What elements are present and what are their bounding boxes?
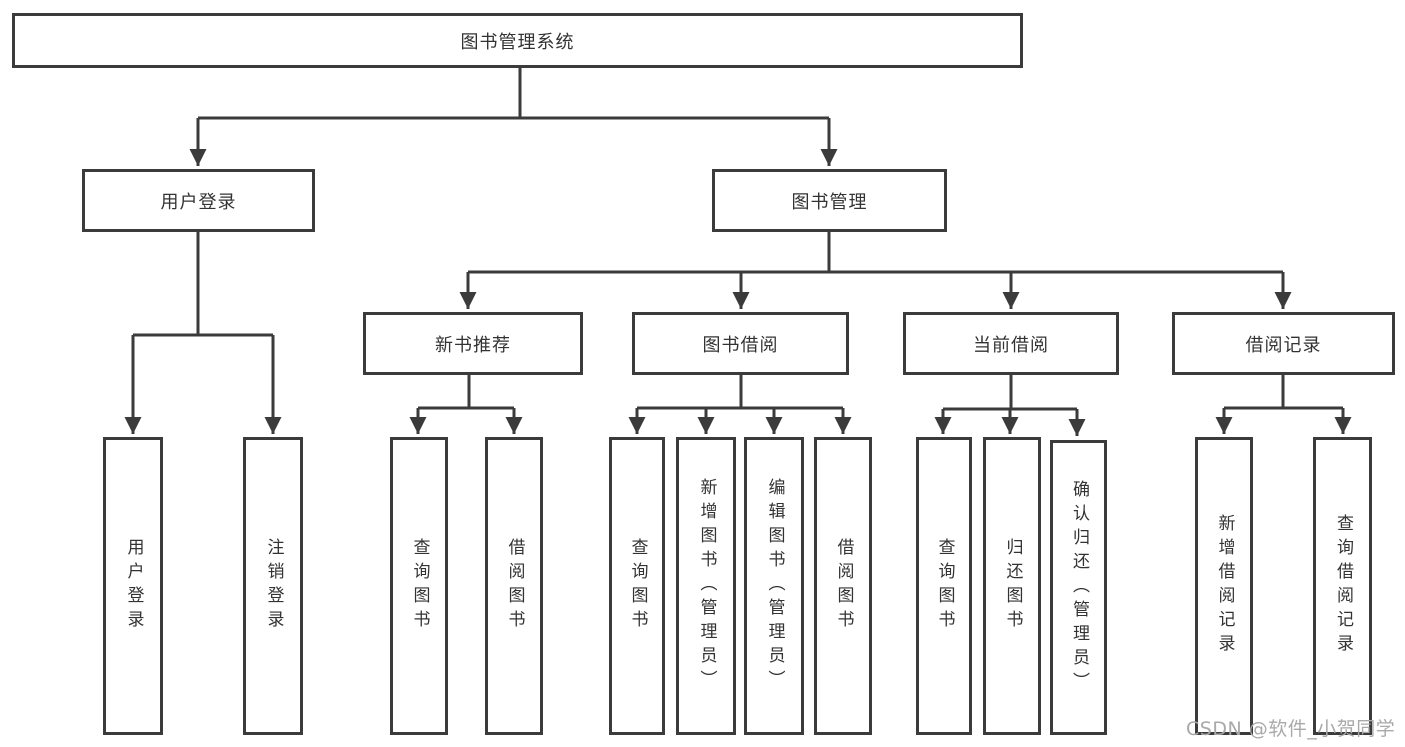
- leaf-cb-query-book-label: 查询图书: [934, 538, 955, 634]
- leaf-user-login-label: 用户登录: [123, 538, 144, 634]
- watermark-text: CSDN @软件_小贺同学: [1186, 718, 1396, 740]
- leaf-nr-query-book-label: 查询图书: [409, 538, 430, 634]
- leaf-logout: 注销登录: [243, 437, 303, 735]
- leaf-user-login: 用户登录: [103, 437, 163, 735]
- leaf-bb-edit-book: 编辑图书（管理员）: [744, 437, 804, 735]
- node-current-borrow: 当前借阅: [903, 312, 1119, 375]
- leaf-bb-query-book: 查询图书: [609, 437, 665, 735]
- node-borrow-record: 借阅记录: [1172, 312, 1395, 375]
- leaf-bb-borrow-book-label: 借阅图书: [833, 538, 854, 634]
- leaf-nr-query-book: 查询图书: [390, 437, 448, 735]
- node-root: 图书管理系统: [12, 13, 1023, 68]
- leaf-bb-edit-book-label: 编辑图书（管理员）: [764, 478, 785, 694]
- leaf-bb-add-book: 新增图书（管理员）: [676, 437, 736, 735]
- node-user-login: 用户登录: [82, 169, 315, 232]
- leaf-cb-return-book: 归还图书: [983, 437, 1041, 735]
- node-book-management: 图书管理: [712, 169, 947, 232]
- leaf-cb-query-book: 查询图书: [916, 437, 972, 735]
- leaf-br-query-record-label: 查询借阅记录: [1333, 514, 1353, 658]
- node-book-borrow: 图书借阅: [632, 312, 849, 375]
- leaf-nr-borrow-book-label: 借阅图书: [504, 538, 525, 634]
- leaf-cb-return-book-label: 归还图书: [1002, 538, 1023, 634]
- leaf-nr-borrow-book: 借阅图书: [485, 437, 543, 735]
- leaf-bb-add-book-label: 新增图书（管理员）: [696, 478, 717, 694]
- leaf-bb-borrow-book: 借阅图书: [814, 437, 872, 735]
- node-new-book-recommend: 新书推荐: [363, 312, 583, 375]
- leaf-br-add-record: 新增借阅记录: [1195, 437, 1253, 735]
- leaf-bb-query-book-label: 查询图书: [627, 538, 648, 634]
- leaf-cb-confirm-return-label: 确认归还（管理员）: [1069, 479, 1089, 696]
- leaf-br-query-record: 查询借阅记录: [1313, 437, 1372, 735]
- leaf-logout-label: 注销登录: [263, 538, 284, 634]
- leaf-br-add-record-label: 新增借阅记录: [1214, 514, 1235, 658]
- leaf-cb-confirm-return: 确认归还（管理员）: [1050, 440, 1107, 735]
